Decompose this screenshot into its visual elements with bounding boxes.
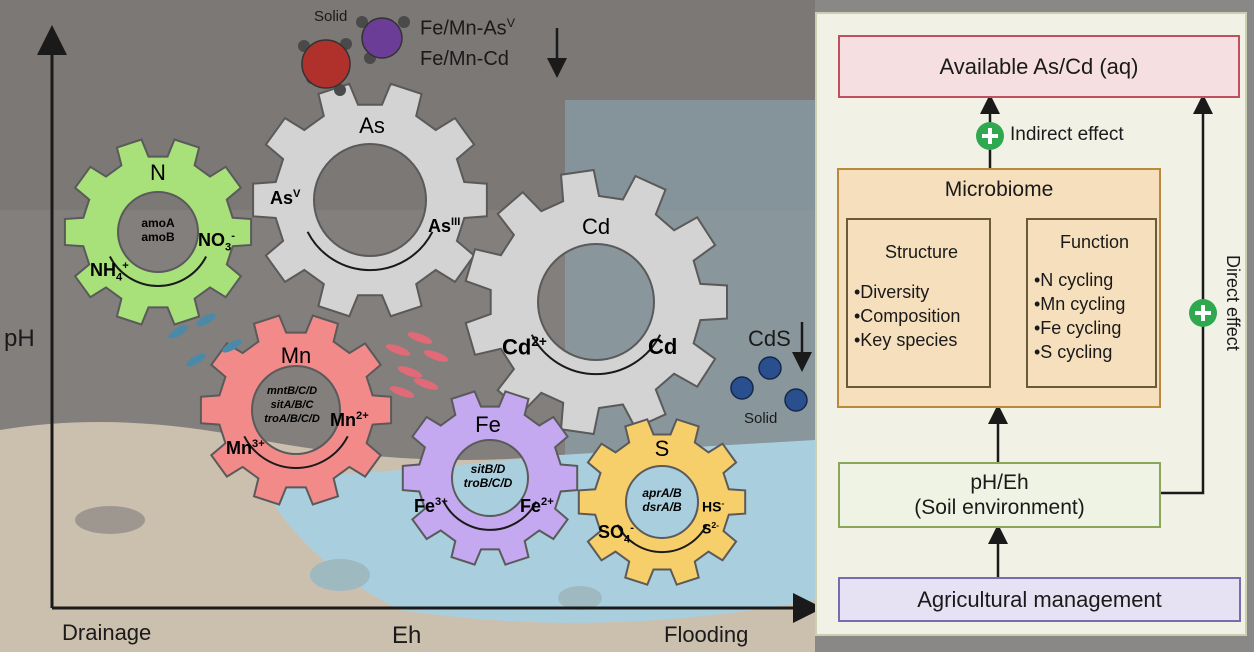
- cd-label: Cd: [648, 334, 678, 359]
- bacteria-icon: [397, 366, 423, 378]
- flooding-label: Flooding: [664, 622, 749, 647]
- cd2-label: Cd2+: [502, 334, 547, 360]
- mn2-label: Mn2+: [330, 410, 369, 430]
- function-item: •N cycling: [1034, 270, 1114, 290]
- structure-title: Structure: [884, 242, 959, 262]
- cds-particle: [758, 356, 782, 380]
- fe-gear-title: Fe: [475, 412, 501, 437]
- as-gear-title: As: [359, 113, 385, 138]
- bacteria-icon: [407, 332, 433, 344]
- y-axis-label: pH: [4, 325, 35, 352]
- particle-dot: [356, 16, 368, 28]
- bacteria-icon: [423, 350, 449, 362]
- x-axis-label: Eh: [392, 622, 422, 649]
- direct-effect-label: Direct effect: [1223, 255, 1243, 351]
- bacteria-icon: [389, 386, 415, 398]
- bacteria-icon: [413, 378, 439, 390]
- cds-label: CdS: [748, 326, 791, 351]
- s-gear-title: S: [654, 436, 670, 461]
- as3-label: AsIII: [428, 216, 461, 236]
- bacteria-icon: [385, 344, 411, 356]
- bacteria-icon: [222, 339, 242, 353]
- indirect-effect-label: Indirect effect: [1010, 124, 1124, 145]
- available-box: Available As/Cd (aq): [838, 35, 1240, 98]
- mn-gear: [199, 314, 393, 506]
- hs-s-label: HS-S2-: [702, 498, 725, 537]
- bacteria-icon: [196, 313, 216, 327]
- fe-mn-cd-label: Fe/Mn-Cd: [420, 48, 509, 70]
- no3-label: NO3-: [198, 230, 235, 254]
- ph-eh-box: pH/Eh (Soil environment): [838, 462, 1161, 528]
- drainage-label: Drainage: [62, 620, 152, 645]
- fe-cycle-arrow: [442, 501, 538, 531]
- mn-gear-title: Mn: [280, 343, 312, 368]
- cd-gear: [464, 168, 728, 436]
- particle-dot: [334, 84, 346, 96]
- fe2-label: Fe2+: [520, 496, 554, 516]
- fe3-label: Fe3+: [414, 496, 448, 516]
- cds-particle: [784, 388, 808, 412]
- gear-layer: [63, 16, 808, 586]
- function-title: Function: [1059, 232, 1130, 252]
- ph-eh-subtitle: (Soil environment): [914, 496, 1085, 519]
- positive-effect-icon: [976, 122, 1004, 150]
- agricultural-management-box: Agricultural management: [838, 577, 1241, 622]
- n-gear: [63, 138, 253, 326]
- function-box: Function •N cycling •Mn cycling •Fe cycl…: [1026, 218, 1157, 388]
- nh4-label: NH4+: [90, 260, 129, 284]
- as-gear: [252, 82, 488, 318]
- structure-item: •Composition: [854, 306, 961, 326]
- s-gear: [577, 418, 747, 586]
- mn3-label: Mn3+: [226, 438, 265, 458]
- bacteria-icon: [186, 353, 206, 367]
- as-cycle-arrow: [306, 231, 434, 271]
- function-item: •S cycling: [1034, 342, 1113, 362]
- structure-item: •Diversity: [854, 282, 930, 302]
- fe-gear: [401, 390, 579, 566]
- particle-dot: [398, 16, 410, 28]
- function-item: •Mn cycling: [1034, 294, 1126, 314]
- structure-box: Structure •Diversity •Composition •Key s…: [846, 218, 991, 388]
- solid-label-cds: Solid: [744, 410, 778, 427]
- purple-particle: [361, 17, 403, 59]
- fe-mn-as-label: Fe/Mn-AsV: [420, 16, 515, 40]
- mn-cycle-arrow: [243, 435, 349, 469]
- bacteria-icon: [168, 325, 188, 339]
- ph-eh-title: pH/Eh: [970, 471, 1029, 494]
- s-cycle-arrow: [616, 524, 708, 554]
- as5-label: AsV: [270, 188, 301, 208]
- structure-item: •Key species: [854, 330, 958, 350]
- n-cycle-arrow: [109, 256, 207, 287]
- so4-label: SO4-: [598, 522, 634, 546]
- cd-cycle-arrow: [530, 334, 662, 376]
- function-item: •Fe cycling: [1034, 318, 1122, 338]
- solid-label-top: Solid: [314, 8, 348, 25]
- cds-particle: [730, 376, 754, 400]
- cd-gear-title: Cd: [581, 214, 611, 239]
- red-particle: [301, 39, 351, 89]
- positive-effect-icon: [1189, 299, 1217, 327]
- n-gear-title: N: [150, 160, 166, 185]
